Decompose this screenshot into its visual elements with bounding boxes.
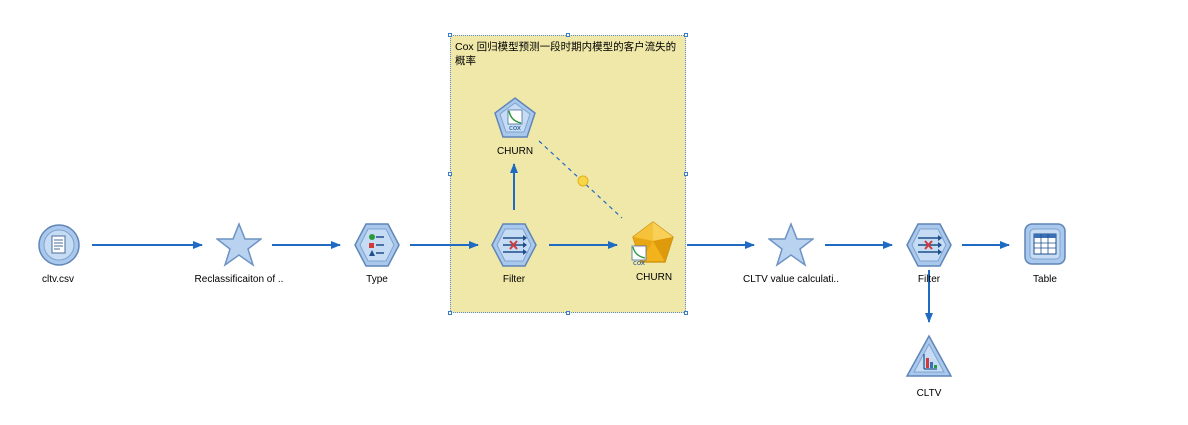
node-label: Filter	[502, 274, 526, 285]
star-derive-icon	[766, 221, 816, 267]
node-cltv-csv[interactable]	[37, 223, 81, 267]
type-node-icon	[354, 223, 400, 267]
node-filter-1[interactable]	[491, 222, 537, 268]
node-label: CHURN	[496, 146, 534, 157]
selection-handle[interactable]	[448, 172, 452, 176]
node-label: Table	[1033, 274, 1057, 285]
node-cox-model[interactable]: cox	[494, 97, 536, 139]
node-reclassification[interactable]	[214, 221, 264, 268]
graph-node-icon	[905, 334, 953, 377]
filter-node-icon	[906, 223, 952, 267]
svg-text:cox: cox	[633, 259, 645, 267]
selection-handle[interactable]	[684, 311, 688, 315]
node-label: CLTV	[916, 388, 942, 399]
node-type[interactable]	[354, 222, 400, 268]
node-label: Reclassificaiton of ..	[194, 274, 284, 285]
selection-handle[interactable]	[448, 33, 452, 37]
star-derive-icon	[214, 221, 264, 267]
node-label: CHURN	[635, 272, 673, 283]
node-label: Filter	[917, 274, 941, 285]
node-cltv-calc[interactable]	[766, 221, 816, 268]
node-label: CLTV value calculati..	[743, 274, 839, 285]
comment-box[interactable]	[450, 35, 686, 313]
node-label: Type	[366, 274, 388, 285]
file-source-icon	[38, 224, 80, 266]
node-filter-2[interactable]	[906, 222, 952, 268]
selection-handle[interactable]	[448, 311, 452, 315]
node-cox-nugget[interactable]: cox	[629, 219, 679, 267]
node-cltv-graph[interactable]	[905, 334, 953, 380]
comment-text: Cox 回归模型预测一段时期内模型的客户流失的概率	[455, 41, 677, 67]
selection-handle[interactable]	[684, 33, 688, 37]
cox-nugget-icon: cox	[631, 221, 674, 267]
selection-handle[interactable]	[684, 172, 688, 176]
selection-handle[interactable]	[566, 311, 570, 315]
node-table[interactable]	[1023, 222, 1067, 266]
svg-text:cox: cox	[509, 124, 521, 132]
node-label: cltv.csv	[41, 274, 75, 285]
table-output-icon	[1024, 223, 1066, 265]
cox-model-icon: cox	[494, 97, 536, 138]
link-handle-dot	[577, 175, 589, 187]
filter-node-icon	[491, 223, 537, 267]
selection-handle[interactable]	[566, 33, 570, 37]
